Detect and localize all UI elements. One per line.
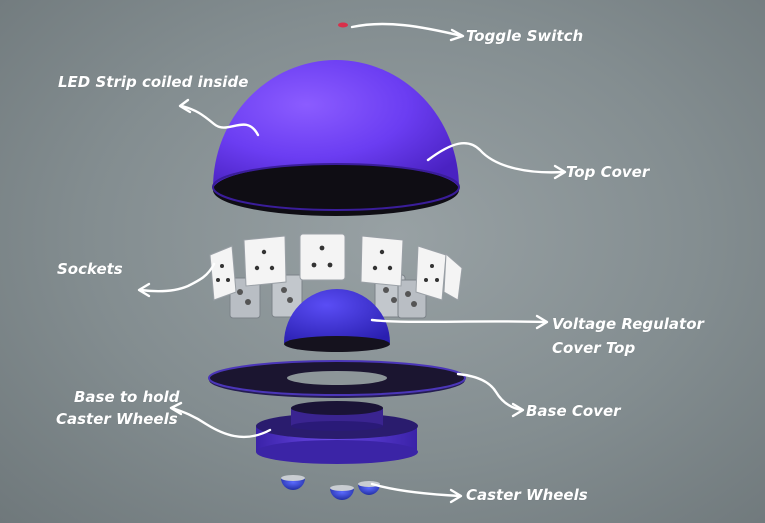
top-cover-dome [212, 60, 460, 216]
caster-base [256, 401, 418, 464]
label-base-caster-wheels: Caster Wheels [56, 410, 178, 428]
label-voltage-regulator: Voltage Regulator [552, 315, 704, 333]
label-voltage-regulator-cover-top: Cover Top [552, 339, 636, 357]
label-base-to-hold: Base to hold [74, 388, 180, 406]
sockets-ring [209, 233, 463, 319]
pointer-arrows [137, 22, 567, 504]
label-sockets: Sockets [57, 260, 123, 278]
label-toggle-switch: Toggle Switch [466, 27, 584, 45]
label-base-cover: Base Cover [526, 402, 621, 420]
base-cover-ring [208, 360, 466, 398]
voltage-regulator-cover [284, 289, 390, 352]
toggle-switch [338, 22, 348, 28]
caster-wheels [281, 475, 380, 500]
label-led-strip: LED Strip coiled inside [58, 73, 249, 91]
label-caster-wheels: Caster Wheels [466, 486, 588, 504]
label-top-cover: Top Cover [566, 163, 650, 181]
